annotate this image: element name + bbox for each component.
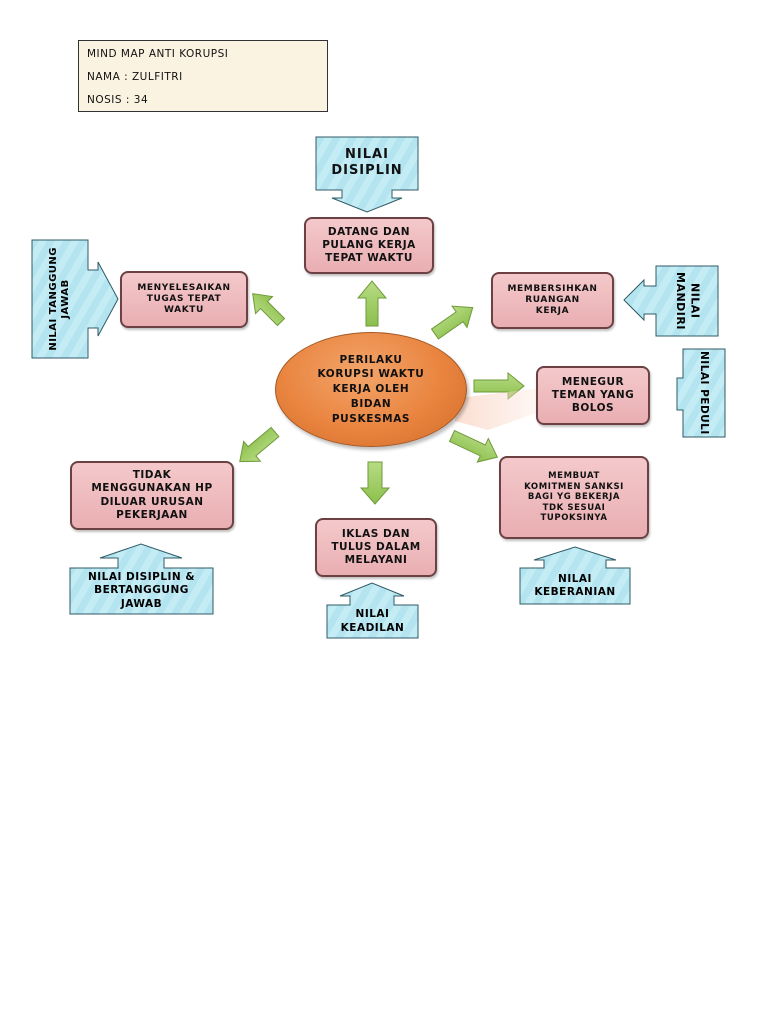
- value-label-keadilan: NILAI KEADILAN: [327, 605, 418, 638]
- central-topic-oval: PERILAKU KORUPSI WAKTU KERJA OLEH BIDAN …: [275, 332, 467, 447]
- value-label-disiplin-bertanggung: NILAI DISIPLIN & BERTANGGUNG JAWAB: [70, 568, 213, 614]
- behavior-line: TEMAN YANG: [551, 388, 635, 401]
- behavior-line: TUGAS TEPAT: [146, 293, 222, 304]
- arrow-down-right: [448, 429, 499, 463]
- behavior-line: PEKERJAAN: [116, 508, 188, 521]
- behavior-line: BAGI YG BEKERJA: [527, 492, 621, 503]
- arrow-up: [356, 280, 388, 327]
- value-line: NILAI: [345, 147, 389, 163]
- behavior-line: MELAYANI: [344, 554, 408, 567]
- value-line: JAWAB: [120, 597, 163, 610]
- arrow-down: [359, 461, 391, 505]
- behavior-box-clean-room: MEMBERSIHKAN RUANGAN KERJA: [491, 272, 614, 329]
- value-label-disiplin: NILAI DISIPLIN: [316, 137, 418, 189]
- author-name: NAMA : ZULFITRI: [87, 71, 183, 83]
- value-line: KEBERANIAN: [534, 586, 616, 598]
- behavior-line: IKLAS DAN: [341, 527, 411, 540]
- value-shape-mandiri: [623, 265, 719, 337]
- central-topic-line: KERJA OLEH: [332, 383, 410, 396]
- behavior-line: RUANGAN: [525, 294, 580, 305]
- value-shape-peduli: [676, 348, 726, 438]
- value-shape-disiplin-bertanggung: [69, 543, 214, 615]
- arrow-up-left: [252, 293, 286, 327]
- behavior-line: DILUAR URUSAN: [100, 495, 204, 508]
- value-label-tanggung-jawab: NILAI TANGGUNG JAWAB: [32, 240, 88, 358]
- value-line: NILAI: [558, 572, 592, 585]
- behavior-line: PULANG KERJA: [322, 238, 416, 251]
- value-line: DISIPLIN: [331, 163, 403, 178]
- behavior-line: MENEGUR: [561, 375, 625, 388]
- central-topic-line: PUSKESMAS: [331, 412, 411, 425]
- value-label-peduli: NILAI PEDULI: [683, 349, 725, 437]
- value-label-mandiri: NILAI MANDIRI: [656, 266, 718, 336]
- value-shape-keberanian: [519, 546, 631, 605]
- behavior-line: TEPAT WAKTU: [325, 252, 413, 265]
- behavior-line: WAKTU: [164, 305, 204, 316]
- value-line: NILAI TANGGUNG: [48, 247, 59, 351]
- arrow-up-right: [430, 305, 474, 340]
- behavior-box-sincere-service: IKLAS DAN TULUS DALAM MELAYANI: [315, 518, 437, 577]
- value-line: MANDIRI: [674, 272, 687, 330]
- behavior-box-no-phone: TIDAK MENGGUNAKAN HP DILUAR URUSAN PEKER…: [70, 461, 234, 530]
- value-label-keberanian: NILAI KEBERANIAN: [520, 568, 630, 604]
- behavior-line: MEMBUAT: [548, 470, 600, 481]
- behavior-line: TULUS DALAM: [331, 540, 421, 553]
- value-line: NILAI: [688, 283, 702, 319]
- title-info-box: MIND MAP ANTI KORUPSI NAMA : ZULFITRI NO…: [78, 40, 328, 112]
- value-line: NILAI PEDULI: [698, 351, 710, 435]
- behavior-line: BOLOS: [571, 402, 615, 415]
- central-topic-line: PERILAKU: [339, 353, 403, 366]
- title-text: MIND MAP ANTI KORUPSI: [87, 48, 229, 60]
- behavior-line: MENYELESAIKAN: [137, 282, 231, 293]
- behavior-line: TUPOKSINYA: [540, 513, 608, 524]
- value-shape-tanggung-jawab: [31, 239, 119, 359]
- behavior-box-reprimand-colleague: MENEGUR TEMAN YANG BOLOS: [536, 366, 650, 425]
- value-shape-disiplin: [315, 136, 419, 213]
- central-topic-line: BIDAN: [350, 397, 392, 410]
- behavior-line: DATANG DAN: [327, 225, 411, 238]
- value-shape-keadilan: [326, 582, 419, 639]
- value-line: JAWAB: [60, 279, 71, 319]
- behavior-box-on-time-attendance: DATANG DAN PULANG KERJA TEPAT WAKTU: [304, 217, 434, 274]
- value-line: NILAI DISIPLIN &: [87, 571, 196, 584]
- behavior-line: TIDAK: [132, 469, 172, 482]
- value-line: NILAI: [355, 608, 390, 621]
- behavior-line: MENGGUNAKAN HP: [91, 482, 213, 495]
- student-number: NOSIS : 34: [87, 94, 149, 106]
- behavior-box-finish-tasks: MENYELESAIKAN TUGAS TEPAT WAKTU: [120, 271, 248, 328]
- central-topic-line: KORUPSI WAKTU: [317, 368, 425, 381]
- behavior-line: KOMITMEN SANKSI: [524, 481, 624, 492]
- arrow-down-left: [239, 426, 280, 463]
- behavior-line: MEMBERSIHKAN: [507, 283, 598, 294]
- value-line: KEADILAN: [340, 621, 405, 634]
- value-line: BERTANGGUNG: [94, 584, 189, 597]
- behavior-line: KERJA: [535, 306, 570, 317]
- behavior-box-sanction-commitment: MEMBUAT KOMITMEN SANKSI BAGI YG BEKERJA …: [499, 456, 649, 539]
- behavior-line: TDK SESUAI: [542, 502, 606, 513]
